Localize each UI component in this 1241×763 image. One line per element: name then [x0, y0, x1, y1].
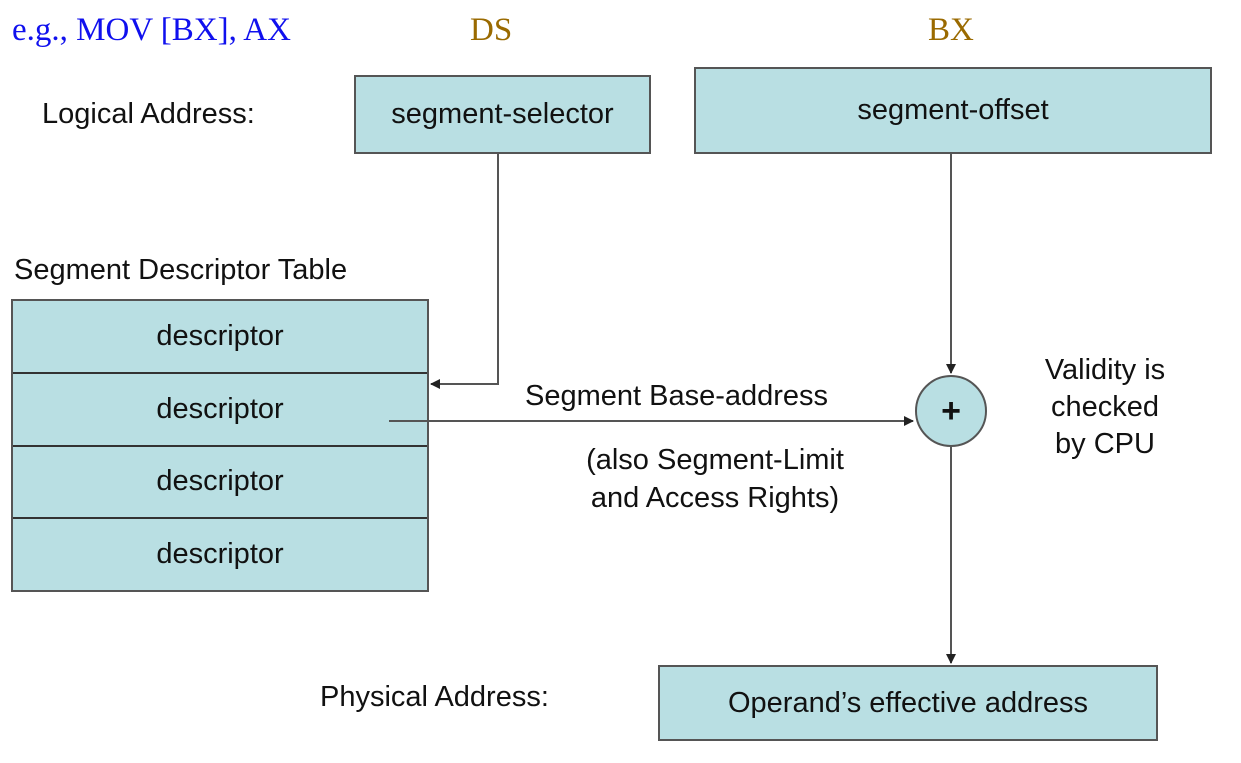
segment-offset-box: segment-offset	[694, 67, 1212, 154]
descriptor-row: descriptor	[13, 444, 427, 518]
plus-icon: +	[941, 391, 961, 430]
descriptor-table: descriptor descriptor descriptor descrip…	[11, 299, 429, 592]
physical-address-box: Operand’s effective address	[658, 665, 1158, 741]
descriptor-row-selected: descriptor	[13, 371, 427, 445]
validity-note-line2: checked	[1050, 391, 1159, 423]
segment-offset-text: segment-offset	[857, 94, 1049, 126]
offset-register-label: BX	[928, 12, 974, 48]
validity-note-line3: by CPU	[1055, 428, 1155, 460]
validity-note-line1: Validity is	[1044, 354, 1166, 386]
segment-selector-box: segment-selector	[354, 75, 651, 154]
logical-address-label: Logical Address:	[42, 98, 255, 130]
descriptor-row: descriptor	[13, 517, 427, 590]
descriptor-text: descriptor	[156, 319, 284, 352]
descriptor-text: descriptor	[156, 392, 284, 425]
descriptor-table-title: Segment Descriptor Table	[14, 254, 348, 286]
physical-address-label: Physical Address:	[320, 681, 549, 713]
validity-note: Validity is checked by CPU	[1010, 352, 1200, 463]
physical-address-text: Operand’s effective address	[727, 686, 1089, 719]
segment-selector-text: segment-selector	[391, 98, 614, 130]
base-address-note-line2: and Access Rights)	[590, 482, 840, 514]
adder-circle: +	[915, 375, 987, 447]
descriptor-text: descriptor	[156, 465, 284, 498]
segment-base-address-label: Segment Base-address	[525, 380, 829, 412]
selector-to-table-arrow	[430, 154, 499, 389]
base-address-note: (also Segment-Limit and Access Rights)	[530, 443, 900, 515]
example-instruction: e.g., MOV [BX], AX	[12, 12, 291, 48]
descriptor-row: descriptor	[13, 301, 427, 372]
segment-register-label: DS	[470, 12, 513, 48]
descriptor-text: descriptor	[156, 538, 284, 571]
base-address-note-line1: (also Segment-Limit	[586, 444, 844, 476]
